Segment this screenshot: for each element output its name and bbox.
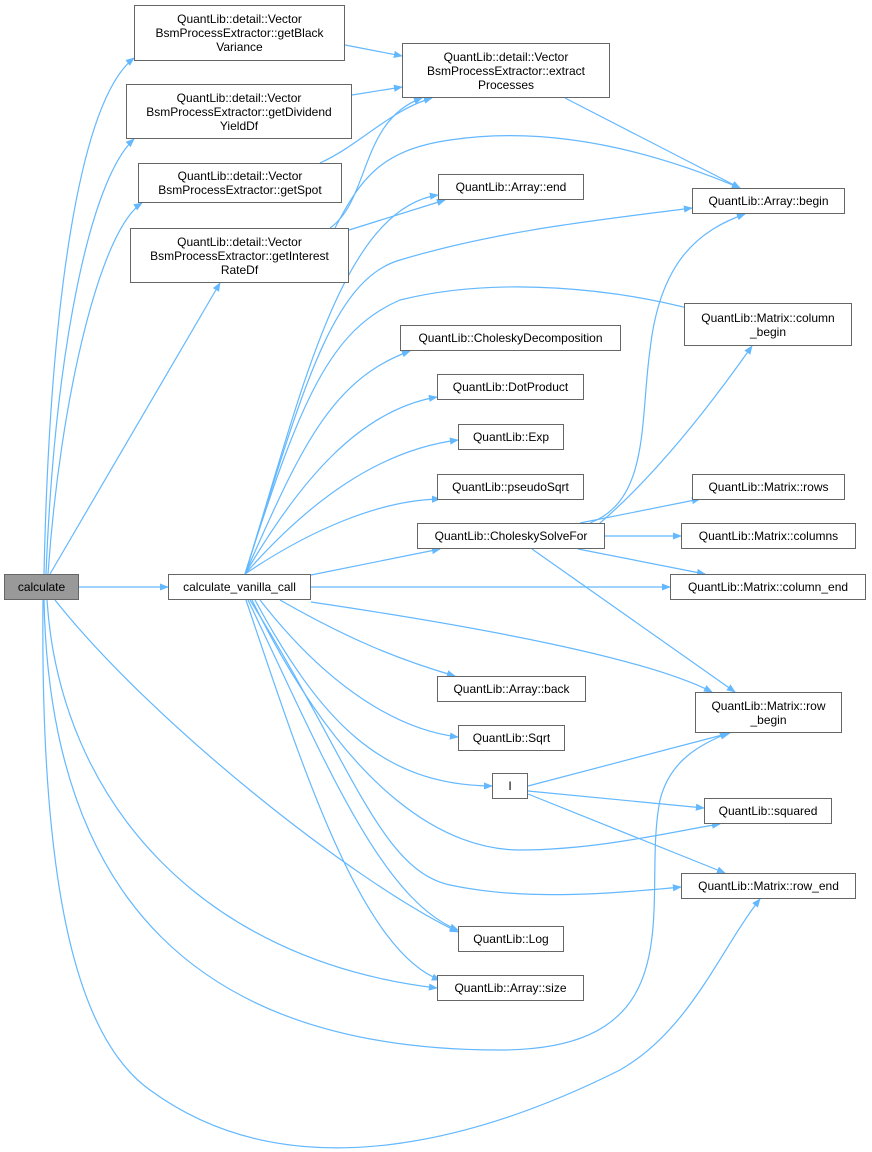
node-get-dividend-yield-df[interactable]: QuantLib::detail::Vector BsmProcessExtra… (126, 84, 352, 139)
node-cholesky-decomposition[interactable]: QuantLib::CholeskyDecomposition (400, 325, 621, 351)
node-exp[interactable]: QuantLib::Exp (458, 424, 564, 450)
node-squared[interactable]: QuantLib::squared (704, 798, 832, 824)
edge-identity-row-begin (527, 731, 731, 787)
node-matrix-row-begin[interactable]: QuantLib::Matrix::row _begin (695, 692, 842, 733)
edge-vanilla-row-begin (310, 601, 713, 693)
node-get-black-variance[interactable]: QuantLib::detail::Vector BsmProcessExtra… (134, 5, 345, 61)
edge-vanilla-sqrt (259, 599, 459, 740)
node-array-end[interactable]: QuantLib::Array::end (438, 174, 584, 200)
edge-calculate-getBlackVariance (43, 57, 135, 575)
node-calculate[interactable]: calculate (4, 574, 79, 600)
node-cholesky-solve-for[interactable]: QuantLib::CholeskySolveFor (417, 523, 605, 549)
node-matrix-rows[interactable]: QuantLib::Matrix::rows (692, 474, 845, 500)
edge-vanilla-dot-product (244, 394, 438, 575)
edge-vanilla-row-end (249, 599, 682, 896)
node-sqrt[interactable]: QuantLib::Sqrt (458, 725, 565, 751)
node-array-size[interactable]: QuantLib::Array::size (437, 975, 584, 1001)
node-extract-processes[interactable]: QuantLib::detail::Vector BsmProcessExtra… (402, 43, 610, 98)
node-get-interest-rate-df[interactable]: QuantLib::detail::Vector BsmProcessExtra… (130, 228, 349, 283)
edge-calculate-getSpot (47, 202, 143, 575)
edge-calculate-log (54, 599, 459, 933)
edge-calculate-getInterestRateDf (49, 282, 221, 575)
node-dot-product[interactable]: QuantLib::DotProduct (437, 374, 584, 400)
edge-vanilla-squared (251, 599, 721, 851)
edge-csf-column-end (577, 548, 706, 576)
node-calculate-vanilla-call[interactable]: calculate_vanilla_call (168, 574, 311, 600)
edge-csf-rows (579, 497, 701, 524)
edge-getInterestRateDf-array-end (348, 198, 446, 231)
edge-csf-row-begin (531, 548, 736, 693)
edge-getDividendYieldDf-extract (351, 84, 403, 96)
edge-vanilla-log (247, 599, 459, 931)
edge-getBlackVariance-extract (344, 44, 403, 58)
edge-getInterestRateDf-array-begin (334, 135, 741, 229)
edge-calculate-size (46, 599, 438, 991)
node-matrix-columns[interactable]: QuantLib::Matrix::columns (681, 523, 856, 549)
edge-csf-column-begin (599, 345, 753, 524)
edge-identity-squared (527, 790, 705, 811)
edge-csf-array-begin (589, 213, 746, 524)
edge-getInterestRateDf-extract (329, 97, 423, 229)
edge-vanilla-exp (244, 437, 459, 575)
edge-vanilla-cholesky-decomposition (244, 350, 411, 575)
node-matrix-column-begin[interactable]: QuantLib::Matrix::column _begin (684, 303, 852, 346)
edge-extract-array-begin (564, 97, 741, 189)
edge-vanilla-array-back (279, 599, 456, 678)
edge-vanilla-identity (254, 599, 493, 790)
node-array-begin[interactable]: QuantLib::Array::begin (692, 188, 845, 214)
edge-vanilla-cholesky-solve-for (310, 547, 441, 576)
edge-vanilla-size (245, 599, 441, 981)
node-pseudo-sqrt[interactable]: QuantLib::pseudoSqrt (437, 474, 584, 500)
node-matrix-column-end[interactable]: QuantLib::Matrix::column_end (670, 574, 866, 600)
edge-calculate-row-end (42, 599, 761, 1149)
edge-calculate-row-begin (43, 599, 729, 1051)
edge-vanilla-pseudo-sqrt (244, 495, 441, 575)
node-matrix-row-end[interactable]: QuantLib::Matrix::row_end (681, 873, 856, 899)
node-log[interactable]: QuantLib::Log (458, 926, 564, 952)
node-identity[interactable]: I (492, 773, 528, 799)
node-array-back[interactable]: QuantLib::Array::back (437, 676, 586, 702)
edge-identity-row-end (527, 793, 726, 874)
edge-calculate-getDividendYieldDf (45, 138, 135, 575)
node-get-spot[interactable]: QuantLib::detail::Vector BsmProcessExtra… (138, 163, 342, 203)
edge-vanilla-column-begin (244, 286, 696, 575)
edge-vanilla-array-begin (244, 205, 693, 575)
